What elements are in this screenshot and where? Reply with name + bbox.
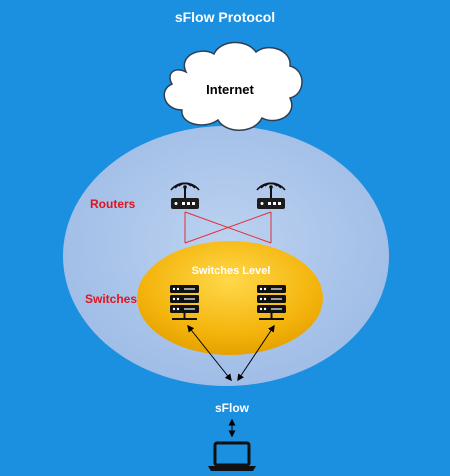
switches-level-label: Switches Level — [192, 265, 271, 277]
sflow-arrow-left — [187, 324, 232, 382]
sflow-label: sFlow — [215, 401, 250, 415]
router-icon — [256, 182, 286, 209]
switches-level-ellipse — [137, 241, 323, 355]
laptop-icon — [208, 441, 256, 471]
router-icon — [170, 182, 200, 209]
server-rack-icon — [170, 285, 199, 320]
internet-label: Internet — [206, 82, 254, 97]
router-switch-links — [184, 211, 272, 244]
routers-label: Routers — [90, 197, 136, 211]
internet-cloud: Internet — [163, 41, 303, 131]
server-rack-icon — [257, 285, 286, 320]
diagram-title: sFlow Protocol — [175, 9, 275, 25]
switches-label: Switches — [85, 292, 137, 306]
sflow-arrow-right — [237, 324, 275, 382]
